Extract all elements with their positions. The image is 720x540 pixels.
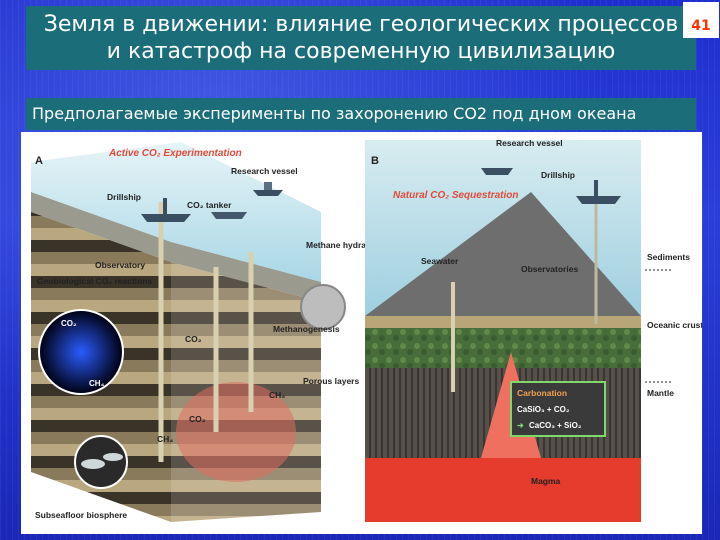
slide-title-box: Земля в движении: влияние геологических …	[26, 6, 696, 70]
panel-b: B Natural CO₂ Sequestration Research ves…	[365, 138, 703, 522]
methane-hydrate-icon	[300, 284, 346, 330]
slide-title-line2: и катастроф на современную цивилизацию	[106, 39, 616, 64]
slide-subtitle: Предполагаемые эксперименты по захоронен…	[26, 98, 696, 130]
label-research-vessel-a: Research vessel	[231, 166, 298, 176]
figure-svg: A Active CO₂ Experimentation Drillship R…	[31, 138, 703, 522]
carbonation-eq2: CaCO₃ + SiO₂	[529, 421, 582, 430]
carbonation-box	[510, 381, 606, 437]
label-inset-ch4: CH₄	[89, 379, 105, 388]
panel-a-water	[31, 142, 321, 282]
label-geobiological: Geobiological CO₂ reactions	[37, 276, 153, 286]
research-vessel-b-icon	[481, 168, 513, 175]
label-observatory: Observatory	[95, 260, 145, 270]
cell-icon	[81, 459, 105, 469]
panel-b-letter: B	[371, 155, 379, 167]
label-ch4-a: CH₄	[269, 390, 285, 400]
label-magma: Magma	[531, 476, 561, 486]
slide-title-line1: Земля в движении: влияние геологических …	[43, 12, 679, 37]
panel-b-ridge	[365, 192, 641, 316]
label-inset-co2: CO₂	[61, 319, 77, 328]
label-oceanic-crust: Oceanic crust	[647, 320, 702, 330]
panel-b-crust	[365, 328, 641, 368]
label-drillship-a: Drillship	[107, 192, 141, 202]
panel-a-title: Active CO₂ Experimentation	[108, 148, 242, 159]
panel-a-co2-plume	[176, 382, 296, 482]
panel-a-letter: A	[35, 155, 43, 167]
drillship-b-icon	[576, 180, 621, 204]
slide-number: 41	[683, 2, 719, 38]
label-porous-layers: Porous layers	[303, 376, 359, 386]
drillship-a-icon	[141, 198, 191, 222]
carbonation-title: Carbonation	[517, 388, 567, 398]
label-methanogenesis: Methanogenesis	[273, 324, 340, 334]
label-subseafloor: Subseafloor biosphere	[35, 510, 127, 520]
label-drillship-b: Drillship	[541, 170, 575, 180]
co2-sequestration-figure: A Active CO₂ Experimentation Drillship R…	[21, 132, 703, 534]
label-mantle: Mantle	[647, 388, 674, 398]
label-methane-hydrate: Methane hydrate	[306, 240, 374, 250]
label-ch4-b: CH₄	[157, 434, 173, 444]
label-research-vessel-b: Research vessel	[496, 138, 563, 148]
label-observatories: Observatories	[521, 264, 578, 274]
label-co2-b: CO₂	[189, 414, 206, 424]
label-co2-tanker: CO₂ tanker	[187, 200, 232, 210]
panel-b-sediments	[365, 316, 641, 328]
cell-icon	[103, 453, 123, 461]
panel-a: A Active CO₂ Experimentation Drillship R…	[31, 142, 374, 522]
panel-b-title: Natural CO₂ Sequestration	[393, 190, 519, 201]
microbe-inset-icon	[38, 309, 124, 395]
research-vessel-a-icon	[253, 182, 283, 196]
co2-tanker-icon	[211, 212, 247, 219]
carbonation-eq1: CaSiO₃ + CO₂	[517, 405, 570, 414]
label-seawater: Seawater	[421, 256, 459, 266]
label-sediments: Sediments	[647, 252, 690, 262]
carbonation-arrow: ➜	[517, 421, 524, 430]
label-co2-a: CO₂	[185, 334, 202, 344]
